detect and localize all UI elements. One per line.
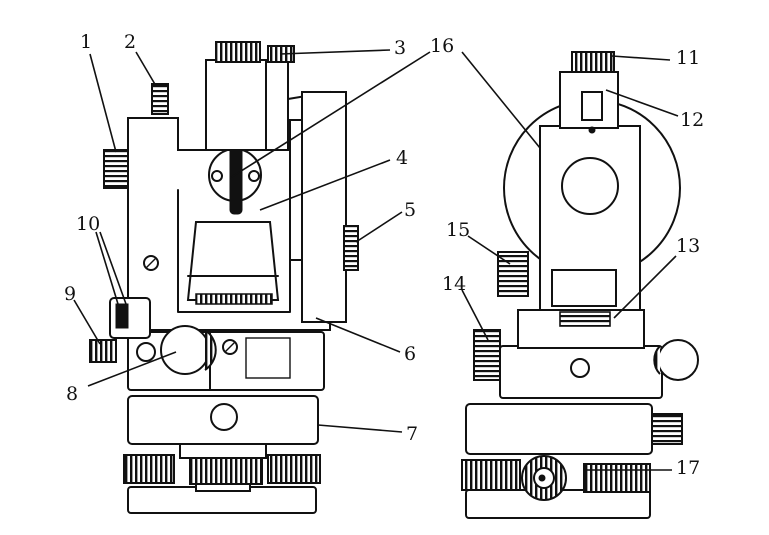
callout-8: 8	[66, 383, 78, 405]
side-view	[461, 51, 699, 519]
tangent-screw-1	[103, 149, 129, 189]
callout-10: 10	[76, 213, 100, 235]
callout-4: 4	[396, 147, 408, 169]
side-view-eyepiece	[561, 157, 619, 215]
callout-3: 3	[394, 37, 406, 59]
callout-11: 11	[676, 47, 700, 69]
foot-screw-middle	[189, 457, 263, 485]
callout-2: 2	[124, 31, 136, 53]
telescope-body	[186, 221, 280, 301]
tribrach-lock-knob	[210, 403, 238, 431]
foot-screw-right	[267, 454, 321, 484]
screw-9	[89, 339, 117, 363]
focus-knob	[215, 41, 261, 63]
callout-14: 14	[442, 273, 466, 295]
focus-knob-11	[571, 51, 615, 73]
callout-16: 16	[430, 35, 454, 57]
callout-5: 5	[404, 199, 416, 221]
callout-labels: 1 2 3 4 5 6 7 8 9 10 11 12 13 14 15 16 1…	[64, 31, 704, 479]
callout-1: 1	[80, 31, 92, 53]
leader-lines	[73, 49, 679, 471]
callout-6: 6	[404, 343, 416, 365]
callout-17: 17	[676, 457, 700, 479]
front-view	[89, 41, 359, 514]
callout-15: 15	[446, 219, 470, 241]
foot-screw-left	[123, 454, 175, 484]
side-knob-5	[343, 225, 359, 271]
clamp-screw-2	[151, 83, 169, 115]
horizontal-tangent-knob-8	[160, 325, 210, 375]
callout-13: 13	[676, 235, 700, 257]
callout-7: 7	[406, 423, 418, 445]
callout-12: 12	[680, 109, 704, 131]
callout-9: 9	[64, 283, 76, 305]
